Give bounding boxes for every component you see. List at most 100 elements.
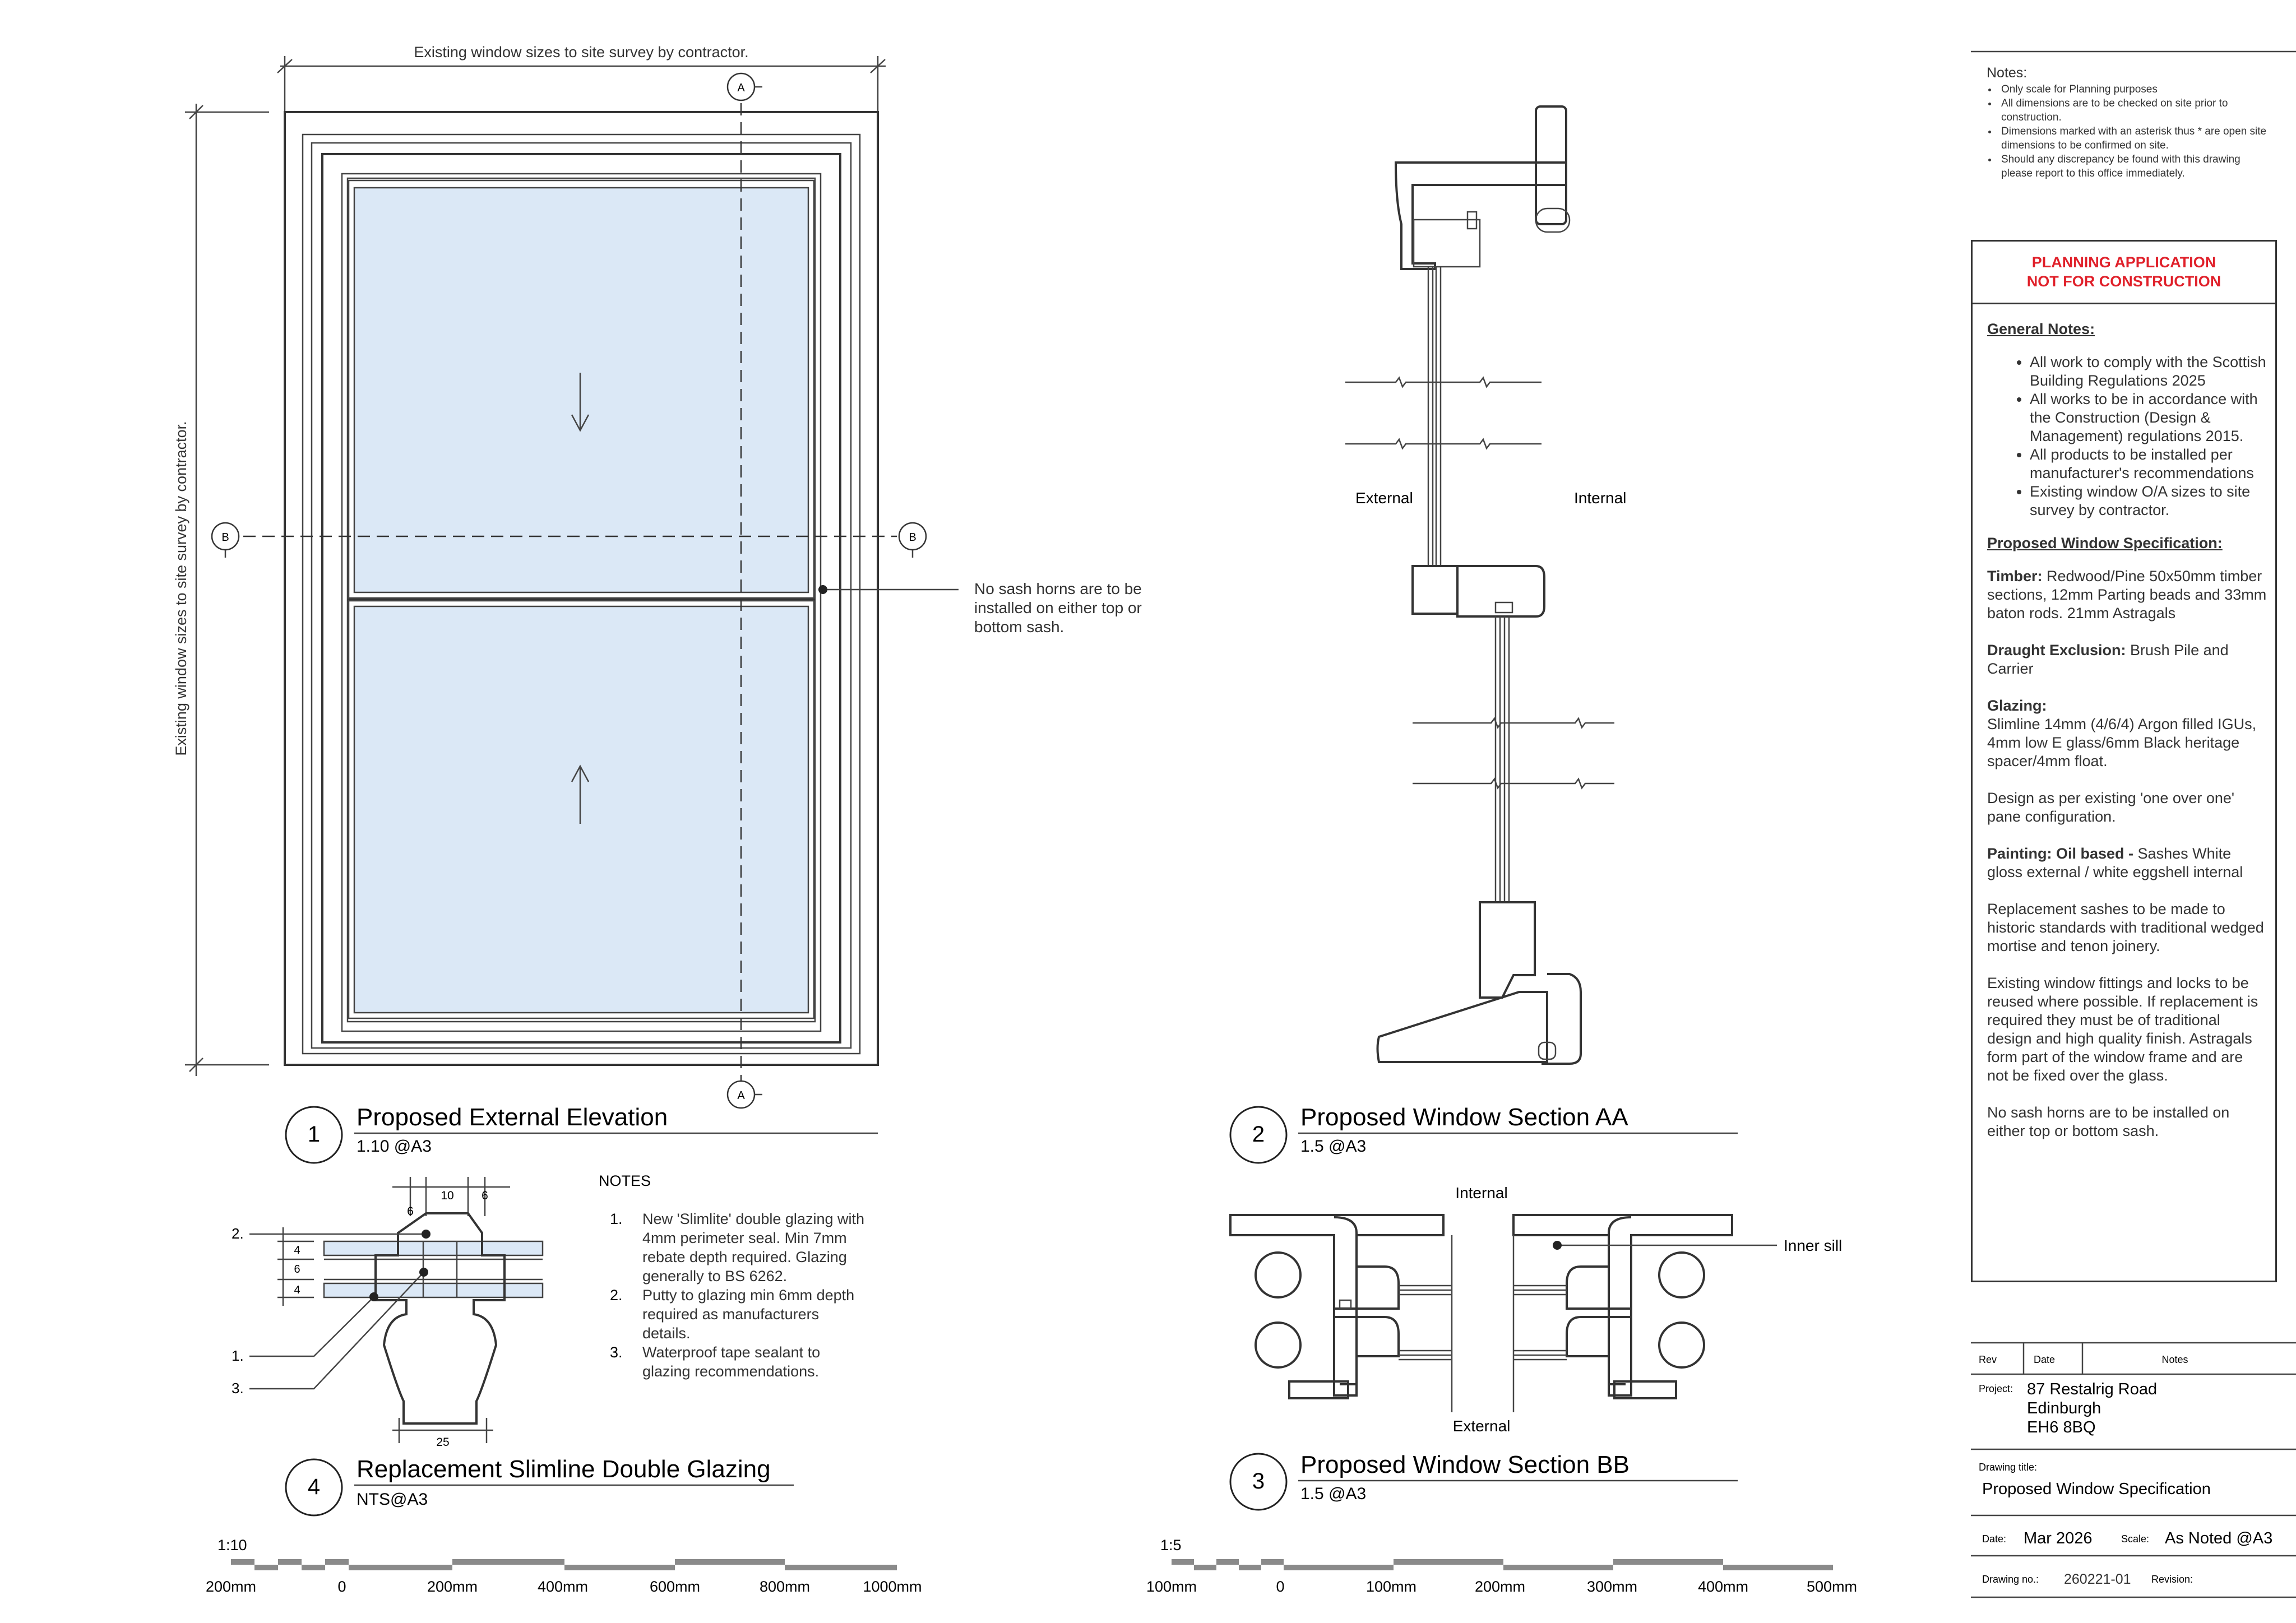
glazing-detail-view: 6 10 6 4 6 4 25 2. 1. 3. bbox=[232, 1177, 544, 1449]
svg-text:0: 0 bbox=[1276, 1578, 1284, 1595]
lower-sash bbox=[348, 600, 815, 1019]
svg-text:NTS@A3: NTS@A3 bbox=[357, 1490, 428, 1509]
svg-text:200mm: 200mm bbox=[427, 1578, 478, 1595]
spec-draught: Draught Exclusion: Brush Pile and Carrie… bbox=[1987, 642, 2229, 677]
svg-text:2.: 2. bbox=[610, 1287, 623, 1304]
svg-text:6: 6 bbox=[407, 1205, 414, 1218]
specification-heading: Proposed Window Specification: bbox=[1987, 535, 2223, 551]
svg-text:Waterproof tape sealant to: Waterproof tape sealant to glazing recom… bbox=[642, 1344, 825, 1380]
spec-glazing: Glazing:Slimline 14mm (4/6/4) Argon fill… bbox=[1987, 697, 2257, 769]
section-marker-b-left: B bbox=[211, 522, 240, 558]
scale-value: As Noted @A3 bbox=[2165, 1529, 2272, 1547]
svg-text:Proposed External Elevation: Proposed External Elevation bbox=[357, 1103, 668, 1131]
svg-text:400mm: 400mm bbox=[1698, 1578, 1748, 1595]
svg-text:600mm: 600mm bbox=[650, 1578, 700, 1595]
svg-text:4: 4 bbox=[308, 1474, 320, 1499]
general-note-item: Existing window O/A sizes to site survey… bbox=[2030, 483, 2267, 520]
svg-text:1.: 1. bbox=[610, 1211, 623, 1227]
title-block: Rev Date Notes Project: 87 Restalrig Roa… bbox=[1971, 50, 2296, 1598]
view-title-4: 4 Replacement Slimline Double Glazing NT… bbox=[285, 1455, 794, 1517]
disclaimer-notes: Notes: Only scale for Planning purposes … bbox=[1971, 66, 2274, 180]
svg-text:10: 10 bbox=[441, 1189, 453, 1202]
svg-text:400mm: 400mm bbox=[538, 1578, 588, 1595]
svg-text:3: 3 bbox=[1252, 1469, 1265, 1494]
svg-text:300mm: 300mm bbox=[1587, 1578, 1637, 1595]
svg-text:1.5 @A3: 1.5 @A3 bbox=[1300, 1137, 1366, 1156]
scale-label: Scale: bbox=[2121, 1533, 2149, 1545]
svg-text:25: 25 bbox=[436, 1436, 449, 1449]
lower-sash-glass bbox=[353, 605, 809, 1014]
planning-stamp: PLANNING APPLICATION NOT FOR CONSTRUCTIO… bbox=[1971, 240, 2277, 304]
general-note-item: All products to be installed per manufac… bbox=[2030, 446, 2267, 483]
svg-text:1000mm: 1000mm bbox=[863, 1578, 922, 1595]
svg-text:3.: 3. bbox=[610, 1344, 623, 1361]
svg-text:6: 6 bbox=[294, 1263, 300, 1276]
svg-text:4: 4 bbox=[294, 1284, 300, 1296]
svg-text:Putty to glazing min 6mm depth: Putty to glazing min 6mm depth required … bbox=[642, 1287, 859, 1342]
svg-text:2.: 2. bbox=[232, 1225, 244, 1242]
svg-text:A: A bbox=[737, 1089, 745, 1102]
svg-text:500mm: 500mm bbox=[1807, 1578, 1857, 1595]
section-bb-view: Internal External Inner sill bbox=[1229, 1184, 1842, 1435]
drawing-title: Proposed Window Specification bbox=[1982, 1480, 2211, 1498]
svg-text:Proposed Window Section AA: Proposed Window Section AA bbox=[1300, 1103, 1628, 1131]
down-arrow-icon bbox=[571, 373, 590, 432]
svg-text:6: 6 bbox=[482, 1189, 488, 1202]
rev-label: Rev bbox=[1979, 1354, 1997, 1365]
svg-text:1.: 1. bbox=[232, 1347, 244, 1364]
spec-painting: Painting: Oil based - Sashes White gloss… bbox=[1987, 845, 2243, 880]
inner-sill-label: Inner sill bbox=[1784, 1237, 1842, 1254]
svg-text:100mm: 100mm bbox=[1366, 1578, 1417, 1595]
project-label: Project: bbox=[1979, 1383, 2013, 1394]
drawing-no-value: 260221-01 bbox=[2064, 1571, 2131, 1587]
upper-sash bbox=[348, 179, 815, 599]
project-line-1: 87 Restalrig Road bbox=[2027, 1380, 2157, 1398]
upper-sash-glass bbox=[353, 187, 809, 593]
notes-heading: Notes: bbox=[1987, 65, 2027, 81]
side-dimension-text: Existing window sizes to site survey by … bbox=[173, 421, 189, 755]
revision-label: Revision: bbox=[2151, 1574, 2193, 1585]
svg-text:0: 0 bbox=[337, 1578, 346, 1595]
svg-text:1.5 @A3: 1.5 @A3 bbox=[1300, 1485, 1366, 1503]
svg-text:Proposed Window Section BB: Proposed Window Section BB bbox=[1300, 1451, 1630, 1478]
svg-text:1: 1 bbox=[308, 1122, 320, 1147]
date-header-label: Date bbox=[2034, 1354, 2055, 1365]
spec-fittings: Existing window fittings and locks to be… bbox=[1987, 975, 2258, 1084]
planning-stamp-line-1: PLANNING APPLICATION bbox=[2031, 254, 2216, 271]
disclaimer-item: Dimensions marked with an asterisk thus … bbox=[1998, 124, 2274, 152]
view-title-3: 3 Proposed Window Section BB 1.5 @A3 bbox=[1229, 1451, 1738, 1511]
scale-bar-1-10: 1:10 200mm 0 200mm 400mm 600mm 800mm 100… bbox=[206, 1537, 922, 1595]
spec-timber: Timber: Redwood/Pine 50x50mm timber sect… bbox=[1987, 568, 2267, 622]
section-aa-external-label: External bbox=[1355, 489, 1413, 507]
svg-text:200mm: 200mm bbox=[1475, 1578, 1525, 1595]
glass-pane-outer bbox=[323, 1240, 544, 1256]
date-value: Mar 2026 bbox=[2024, 1529, 2093, 1547]
planning-stamp-line-2: NOT FOR CONSTRUCTION bbox=[2026, 273, 2221, 290]
elevation-view: Existing window sizes to site survey by … bbox=[173, 44, 1146, 1109]
elevation-callout-text: No sash horns are to be installed on eit… bbox=[974, 580, 1146, 636]
svg-text:New 'Slimlite' double glazing: New 'Slimlite' double glazing with 4mm p… bbox=[642, 1211, 869, 1285]
section-aa-view: External Internal bbox=[1345, 105, 1626, 1065]
svg-text:2: 2 bbox=[1252, 1122, 1265, 1147]
svg-text:1:10: 1:10 bbox=[217, 1537, 247, 1554]
svg-text:200mm: 200mm bbox=[206, 1578, 256, 1595]
drawing-title-label: Drawing title: bbox=[1979, 1462, 2037, 1473]
glazing-notes-heading: NOTES bbox=[599, 1172, 651, 1189]
notes-header-label: Notes bbox=[2161, 1354, 2188, 1365]
section-bb-external-label: External bbox=[1453, 1417, 1511, 1435]
glazing-notes: NOTES 1. New 'Slimlite' double glazing w… bbox=[599, 1172, 869, 1380]
project-line-2: Edinburgh bbox=[2027, 1399, 2101, 1417]
general-note-item: All work to comply with the Scottish Bui… bbox=[2030, 353, 2267, 390]
project-line-3: EH6 8BQ bbox=[2027, 1418, 2096, 1436]
section-marker-a-top: A bbox=[726, 72, 762, 101]
svg-text:3.: 3. bbox=[232, 1380, 244, 1397]
section-marker-a-bottom: A bbox=[726, 1080, 762, 1109]
scale-bar-1-5: 1:5 100mm 0 100mm 200mm 300mm 400mm 500m… bbox=[1146, 1537, 1857, 1595]
section-aa-internal-label: Internal bbox=[1574, 489, 1626, 507]
svg-text:1.10 @A3: 1.10 @A3 bbox=[357, 1137, 432, 1156]
section-marker-b-right: B bbox=[898, 522, 927, 558]
outer-frame bbox=[284, 111, 879, 1066]
view-title-1: 1 Proposed External Elevation 1.10 @A3 bbox=[285, 1103, 878, 1164]
general-notes-heading: General Notes: bbox=[1987, 321, 2095, 337]
spec-replacement: Replacement sashes to be made to histori… bbox=[1987, 901, 2264, 954]
